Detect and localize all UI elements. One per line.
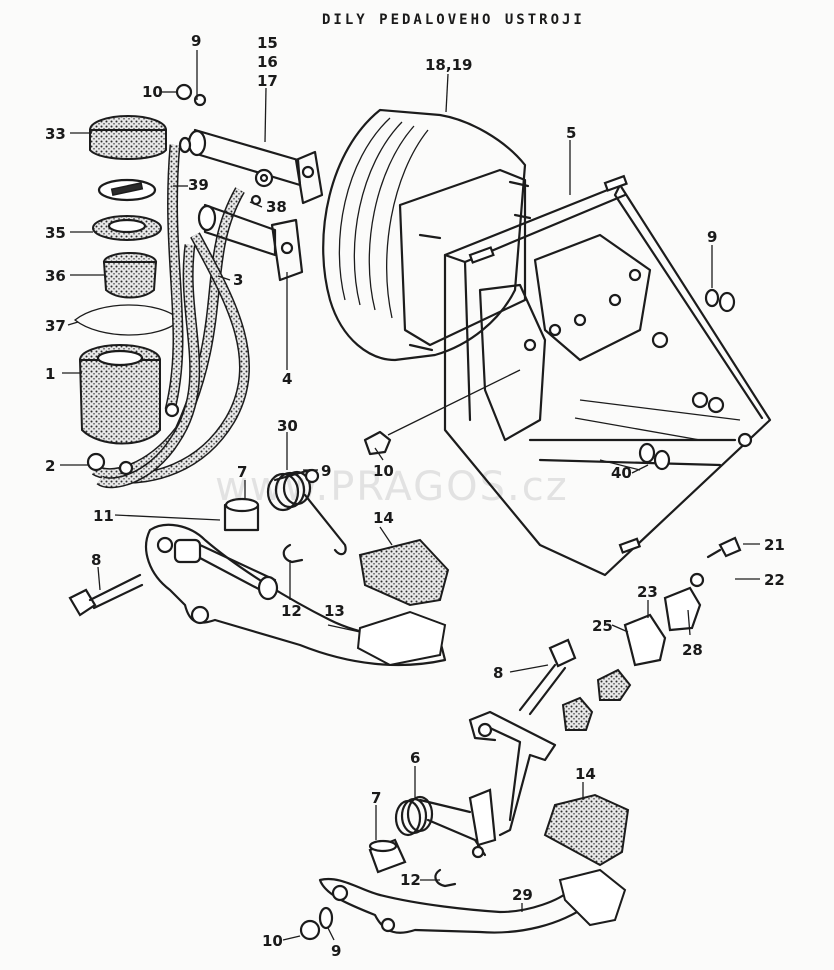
screw-21 — [718, 536, 742, 558]
callout-28: 28 — [682, 641, 703, 659]
callout-2: 2 — [45, 457, 55, 475]
clip-lower — [434, 868, 457, 888]
callout-8-lower: 8 — [493, 664, 503, 682]
fluid-reservoir — [73, 115, 181, 445]
pedal-pad-upper — [358, 538, 450, 607]
callout-8: 8 — [91, 551, 101, 569]
stopper-b — [561, 696, 594, 731]
callout-38: 38 — [266, 198, 287, 216]
pedal-pad-lower — [543, 793, 630, 867]
callout-5: 5 — [566, 124, 576, 142]
callout-10-lower: 10 — [262, 932, 283, 950]
plate-28 — [663, 586, 702, 632]
callout-39: 39 — [188, 176, 209, 194]
callout-25: 25 — [592, 617, 613, 635]
callout-37: 37 — [45, 317, 66, 335]
callout-9-bracket: 9 — [707, 228, 717, 246]
nut-lower — [299, 919, 321, 941]
pedal-bracket — [363, 174, 772, 577]
callouts: 9 10 15 16 17 18,19 33 39 38 5 35 36 3 9… — [45, 32, 785, 960]
callout-23: 23 — [637, 583, 658, 601]
callout-14: 14 — [373, 509, 394, 527]
clutch-pedal-upper — [145, 497, 447, 667]
pipe-fittings — [175, 83, 324, 282]
washer-lower — [318, 906, 334, 930]
callout-22: 22 — [764, 571, 785, 589]
callout-12-lower: 12 — [400, 871, 421, 889]
clip-upper — [282, 543, 304, 564]
callout-1: 1 — [45, 365, 55, 383]
callout-9: 9 — [191, 32, 201, 50]
callout-11: 11 — [93, 507, 114, 525]
switch-23 — [623, 613, 667, 667]
bushing-lower — [368, 838, 407, 874]
washer-22 — [689, 572, 705, 588]
callout-29: 29 — [512, 886, 533, 904]
brake-pedal-lower — [318, 710, 627, 934]
bolt-upper — [68, 573, 144, 617]
callout-3: 3 — [233, 271, 243, 289]
callout-14-lower: 14 — [575, 765, 596, 783]
callout-10-nut: 10 — [373, 462, 394, 480]
callout-18-19: 18,19 — [425, 56, 472, 74]
callout-4: 4 — [282, 370, 292, 388]
brake-hoses — [86, 144, 250, 489]
stopper-a — [596, 668, 632, 701]
callout-40: 40 — [611, 464, 632, 482]
callout-35: 35 — [45, 224, 66, 242]
callout-6: 6 — [410, 749, 420, 767]
callout-7: 7 — [237, 463, 247, 481]
callout-10: 10 — [142, 83, 163, 101]
return-spring-lower — [394, 788, 497, 859]
watermark: www.PRAGOS.cz — [215, 464, 569, 510]
callout-36: 36 — [45, 267, 66, 285]
callout-9-lower: 9 — [331, 942, 341, 960]
bolt-right — [518, 638, 577, 716]
callout-16: 16 — [257, 53, 278, 71]
callout-33: 33 — [45, 125, 66, 143]
callout-15: 15 — [257, 34, 278, 52]
leader-lines — [60, 50, 760, 941]
callout-9-spring: 9 — [321, 462, 331, 480]
callout-7-lower: 7 — [371, 789, 381, 807]
callout-12: 12 — [281, 602, 302, 620]
callout-30: 30 — [277, 417, 298, 435]
brake-booster — [322, 108, 532, 362]
diagram-title: DILY PEDALOVEHO USTROJI — [322, 12, 585, 28]
callout-17: 17 — [257, 72, 278, 90]
callout-21: 21 — [764, 536, 785, 554]
callout-13: 13 — [324, 602, 345, 620]
